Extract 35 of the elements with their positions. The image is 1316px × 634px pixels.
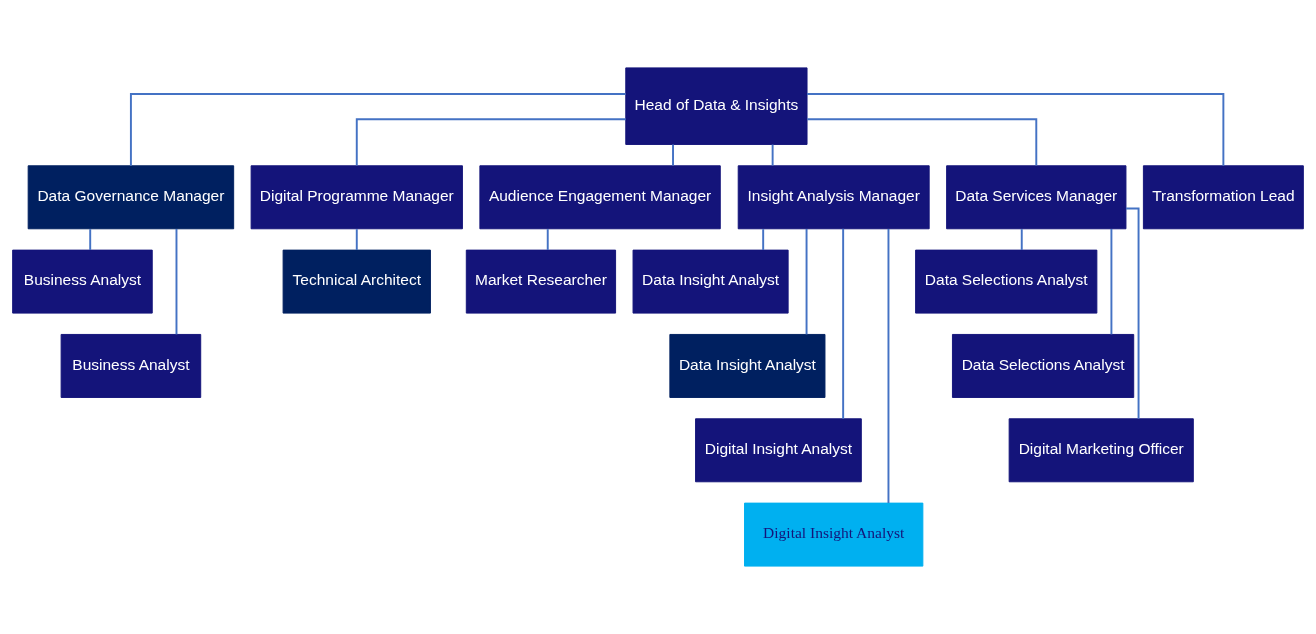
node-box: Data Selections Analyst xyxy=(915,249,1098,314)
node-box: Data Selections Analyst xyxy=(951,333,1135,398)
connector xyxy=(806,118,1038,167)
node-box: Technical Architect xyxy=(282,249,431,314)
node-box: Data Insight Analyst xyxy=(632,249,789,314)
node-box: Head of Data & Insights xyxy=(625,67,808,145)
node-box: Business Analyst xyxy=(60,333,202,398)
node-box: Digital Insight Analyst xyxy=(695,418,862,483)
connector xyxy=(355,228,358,251)
node-box: Audience Engagement Manager xyxy=(479,165,721,230)
connector xyxy=(355,118,627,167)
connector xyxy=(1110,228,1113,336)
connector xyxy=(805,228,808,336)
connector xyxy=(771,143,774,167)
connector xyxy=(1020,228,1023,251)
node-box: Data Insight Analyst xyxy=(669,333,826,398)
node-box: Digital Programme Manager xyxy=(250,165,463,230)
node-box: Data Services Manager xyxy=(946,165,1127,230)
connector xyxy=(762,228,765,251)
connector xyxy=(546,228,549,251)
node-box: Business Analyst xyxy=(12,249,153,314)
node-box: Insight Analysis Manager xyxy=(737,165,930,230)
connector xyxy=(129,93,627,167)
connector xyxy=(89,228,92,251)
connector xyxy=(1125,207,1140,420)
node-box: Data Governance Manager xyxy=(27,165,235,230)
node-box: Digital Insight Analyst xyxy=(744,502,924,567)
node-box: Transformation Lead xyxy=(1142,165,1304,230)
node-box: Digital Marketing Officer xyxy=(1008,418,1194,483)
connector xyxy=(672,143,674,167)
connector xyxy=(806,93,1225,167)
connector xyxy=(887,228,890,504)
connector xyxy=(175,228,178,336)
node-box: Market Researcher xyxy=(465,249,617,314)
connector xyxy=(842,227,845,420)
